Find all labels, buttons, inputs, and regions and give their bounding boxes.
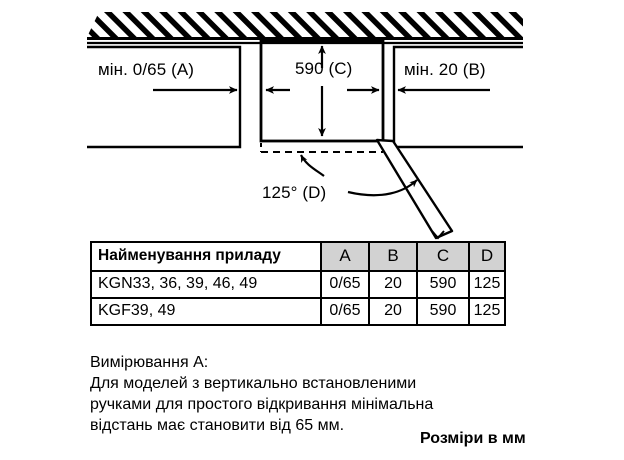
dimension-arrow-c [265,45,380,137]
value-d-cell: 125 [468,270,506,299]
door-swing-dashed-line [260,143,383,153]
value-d-cell: 125 [468,297,506,326]
units-note: Розміри в мм [420,430,526,447]
leader-line-d-to-door [347,179,418,197]
note-line: Вимірювання A: [90,354,209,371]
model-name-cell: KGN33, 36, 39, 46, 49 [90,270,322,299]
value-b-cell: 20 [368,270,418,299]
table-header-b: B [368,241,418,272]
note-line: відстань має становити від 65 мм. [90,417,345,434]
table-header-c: C [416,241,470,272]
dimension-label-d: 125° (D) [262,183,327,202]
table-header-a: A [320,241,370,272]
wall-hatching-icon [87,12,523,45]
dimension-label-c: 590 (C) [295,59,353,78]
value-b-cell: 20 [368,297,418,326]
dimension-label-a: мін. 0/65 (A) [98,60,195,79]
measurement-note: Вимірювання A: Для моделей з вертикально… [90,352,560,436]
value-c-cell: 590 [416,270,470,299]
table-row: KGN33, 36, 39, 46, 49 0/65 20 590 125 [90,270,506,299]
right-cabinet-outline [392,45,523,149]
specification-table: Найменування приладу A B C D KGN33, 36, … [90,241,506,326]
table-header-d: D [468,241,506,272]
note-line: ручками для простого відкривання мінімал… [90,396,434,413]
table-header-name: Найменування приладу [90,241,322,272]
value-a-cell: 0/65 [320,297,370,326]
leader-line-d-to-dashed [300,154,325,177]
appliance-niche-outline [259,39,385,143]
value-a-cell: 0/65 [320,270,370,299]
table-row: KGF39, 49 0/65 20 590 125 [90,297,506,326]
value-c-cell: 590 [416,297,470,326]
model-name-cell: KGF39, 49 [90,297,322,326]
left-cabinet-outline [87,45,242,149]
note-line: Для моделей з вертикально встановленими [90,375,417,392]
dimension-label-b: мін. 20 (B) [404,60,486,79]
table-header-row: Найменування приладу A B C D [90,241,506,272]
table-pointer-chevron [431,230,445,240]
refrigerator-door-panel [375,138,454,240]
